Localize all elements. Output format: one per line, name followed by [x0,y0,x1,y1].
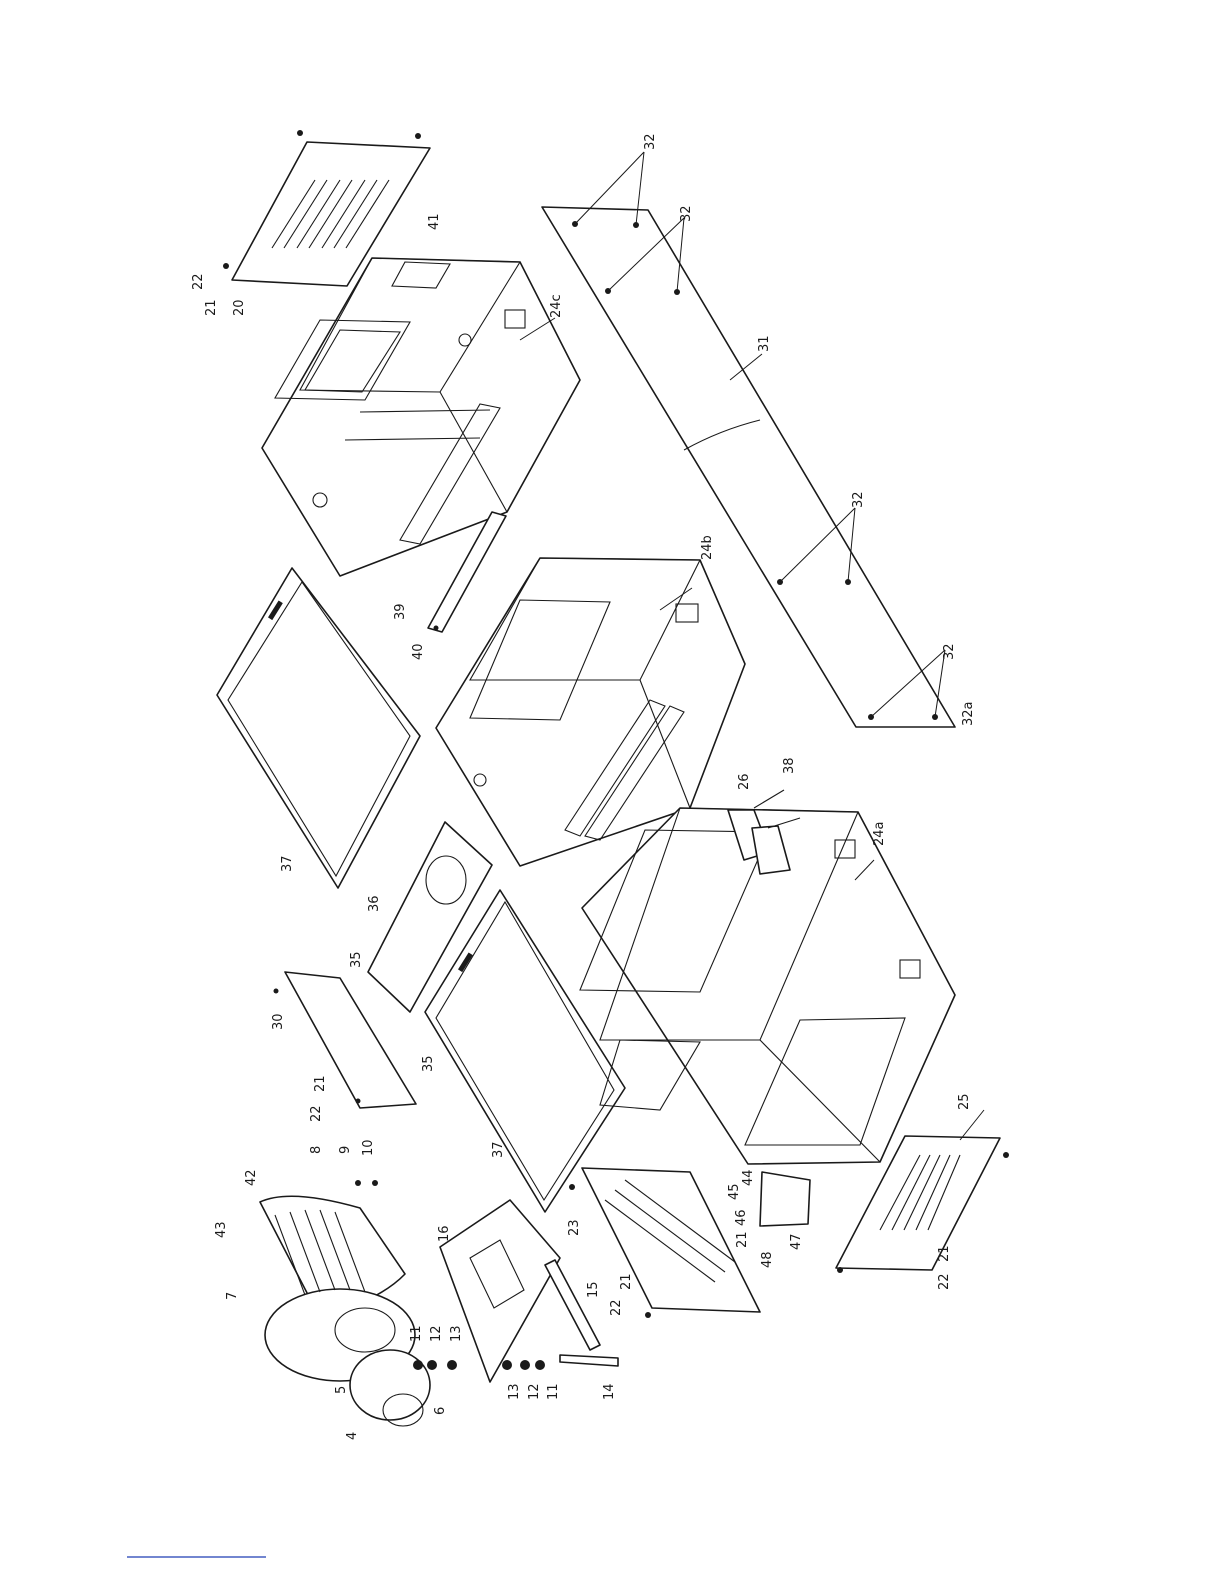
label-42: 42 [244,1169,259,1186]
label-21: 21 [204,299,219,316]
label-11: 11 [409,1325,424,1342]
label-21-e: 21 [937,1245,952,1262]
label-21-b: 21 [313,1075,328,1092]
label-32-b: 32 [679,205,694,222]
label-22: 22 [191,273,206,290]
label-30: 30 [271,1013,286,1030]
label-15: 15 [586,1281,601,1298]
lid-37-top [217,568,420,888]
label-16: 16 [437,1225,452,1242]
label-5: 5 [334,1386,349,1394]
label-7: 7 [225,1292,240,1300]
label-13: 13 [449,1325,464,1342]
label-9: 9 [338,1146,353,1154]
label-47: 47 [789,1233,804,1250]
label-6: 6 [433,1407,448,1415]
label-35-bottom: 35 [421,1055,436,1072]
label-46: 46 [734,1209,749,1226]
label-31: 31 [757,335,772,352]
label-22-b: 22 [309,1105,324,1122]
label-23: 23 [567,1219,582,1236]
label-39: 39 [393,603,408,620]
junction-box-44 [760,1172,810,1226]
label-32-d: 32 [942,643,957,660]
label-32a: 32a [961,701,976,726]
label-24c: 24c [549,294,564,318]
label-21-d: 21 [735,1231,750,1248]
label-32-c: 32 [851,491,866,508]
label-8: 8 [309,1146,324,1154]
label-37-bottom: 37 [491,1141,506,1158]
label-14: 14 [602,1383,617,1400]
label-48: 48 [760,1251,775,1268]
motor-mount-16 [440,1200,560,1382]
label-43: 43 [214,1221,229,1238]
label-38: 38 [782,757,797,774]
rod-15 [545,1260,600,1350]
label-36: 36 [367,895,382,912]
label-13-b: 13 [507,1383,522,1400]
label-40: 40 [411,643,426,660]
label-44: 44 [741,1169,756,1186]
label-41: 41 [427,213,442,230]
cabinet-24c [262,258,580,576]
label-12: 12 [429,1325,444,1342]
label-24a: 24a [872,821,887,846]
label-45: 45 [727,1183,742,1200]
label-25: 25 [957,1093,972,1110]
rod-14 [560,1355,618,1366]
label-4: 4 [345,1432,360,1440]
label-12-b: 12 [527,1383,542,1400]
label-21-c: 21 [619,1273,634,1290]
label-20: 20 [232,299,247,316]
lid-37-bottom [425,890,625,1212]
label-35-top: 35 [349,951,364,968]
label-32: 32 [643,133,658,150]
label-24b: 24b [700,535,715,560]
label-22-e: 22 [937,1273,952,1290]
label-10: 10 [361,1139,376,1156]
label-37-top: 37 [280,855,295,872]
label-11-b: 11 [546,1383,561,1400]
label-22-c: 22 [609,1299,624,1316]
label-26: 26 [737,773,752,790]
